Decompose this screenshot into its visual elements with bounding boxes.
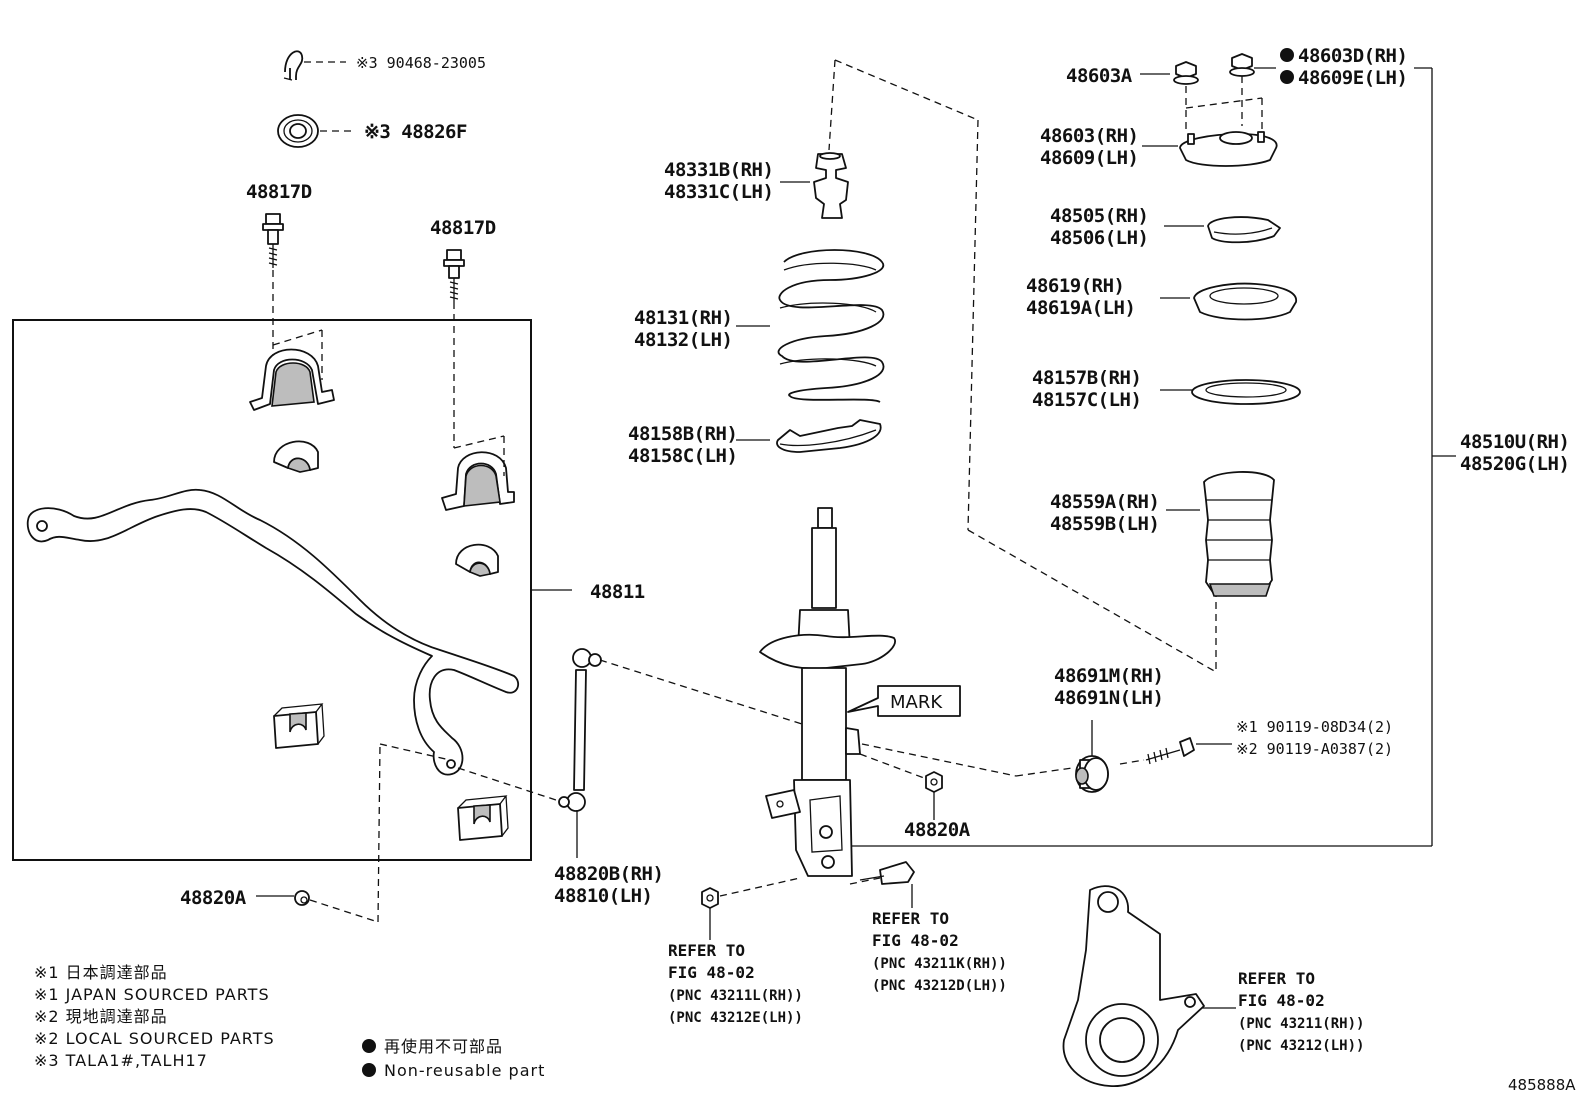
note-1-en: ※1 JAPAN SOURCED PARTS: [34, 985, 270, 1004]
label-damper-lh: 48691N(LH): [1054, 687, 1163, 709]
note-2-jp: ※2 現地調達部品: [34, 1007, 168, 1026]
label-bumper-rh: 48331B(RH): [664, 159, 773, 181]
ref2-line-3: (PNC 43211K(RH)): [872, 956, 1007, 972]
label-bumper-lh: 48331C(LH): [664, 181, 773, 203]
label-support-rh: 48603(RH): [1040, 125, 1138, 147]
label-lower-insulator-lh: 48158C(LH): [628, 445, 737, 467]
dust-boot-icon[interactable]: [1203, 471, 1275, 597]
damper-bolt-icon[interactable]: [1145, 737, 1195, 765]
label-cover-lh: 48506(LH): [1050, 227, 1148, 249]
cushion-icon[interactable]: [277, 114, 319, 148]
label-bolt-note-1: ※1 90119-08D34(2): [1236, 718, 1393, 736]
legend-jp: 再使用不可部品: [384, 1037, 503, 1056]
lower-insulator-icon[interactable]: [776, 419, 882, 453]
ref1-line-3: (PNC 43211L(RH)): [668, 988, 803, 1004]
label-spring-lh: 48132(LH): [634, 329, 732, 351]
steering-knuckle-icon[interactable]: [1062, 885, 1205, 1087]
stabilizer-bar-icon[interactable]: [26, 488, 520, 776]
stabilizer-clamp-right-icon[interactable]: [457, 795, 509, 841]
stabilizer-clamp-left-icon[interactable]: [273, 703, 325, 749]
bump-stopper-icon[interactable]: [813, 152, 849, 219]
label-lower-insulator-rh: 48158B(RH): [628, 423, 737, 445]
non-reusable-dot-1: [1280, 48, 1294, 62]
label-bearing-lh: 48619A(LH): [1026, 297, 1135, 319]
note-2-en: ※2 LOCAL SOURCED PARTS: [34, 1029, 275, 1048]
label-spring-rh: 48131(RH): [634, 307, 732, 329]
label-nut-48603a: 48603A: [1066, 65, 1133, 87]
stabilizer-link-icon[interactable]: [558, 648, 602, 812]
mark-callout: MARK: [847, 685, 961, 717]
label-nut-48603d: 48603D(RH): [1298, 45, 1407, 67]
label-nut-48609e: 48609E(LH): [1298, 67, 1407, 89]
label-cushion: ※3 48826F: [364, 121, 467, 143]
label-cover-rh: 48505(RH): [1050, 205, 1148, 227]
ref1-line-1: REFER TO: [668, 941, 745, 960]
note-3: ※3 TALA1#,TALH17: [34, 1051, 208, 1070]
strut-bolt-icon[interactable]: [859, 861, 915, 885]
non-reusable-dot-2: [1280, 70, 1294, 84]
support-lock-nut-icon[interactable]: [1229, 53, 1255, 77]
note-1-jp: ※1 日本調達部品: [34, 963, 168, 982]
ref1-line-2: FIG 48-02: [668, 963, 755, 982]
legend-dot-en: [362, 1063, 376, 1077]
label-upper-insulator-lh: 48157C(LH): [1032, 389, 1141, 411]
legend-en: Non-reusable part: [384, 1061, 545, 1080]
figure-code: 485888A: [1508, 1076, 1576, 1094]
nut-left-icon[interactable]: [294, 890, 310, 906]
legend-dot-jp: [362, 1039, 376, 1053]
label-stabilizer: 48811: [590, 581, 645, 603]
bearing-icon[interactable]: [1193, 282, 1297, 321]
label-bolt-right: 48817D: [430, 217, 496, 239]
label-support-lh: 48609(LH): [1040, 147, 1138, 169]
label-boot-rh: 48559A(RH): [1050, 491, 1159, 513]
label-strut-lh: 48520G(LH): [1460, 453, 1569, 475]
stabilizer-bracket-right-icon[interactable]: [441, 435, 515, 511]
ref3-line-1: REFER TO: [1238, 969, 1315, 988]
mark-label: MARK: [890, 692, 943, 713]
label-strut-rh: 48510U(RH): [1460, 431, 1569, 453]
dynamic-damper-icon[interactable]: [1075, 755, 1109, 793]
ref3-line-3: (PNC 43211(RH)): [1238, 1016, 1364, 1032]
label-bolt-note-2: ※2 90119-A0387(2): [1236, 740, 1393, 758]
label-bolt-left: 48817D: [246, 181, 312, 203]
support-cover-icon[interactable]: [1207, 216, 1281, 244]
ref2-line-2: FIG 48-02: [872, 931, 959, 950]
ref2-line-4: (PNC 43212D(LH)): [872, 978, 1007, 994]
ref1-line-4: (PNC 43212E(LH)): [668, 1010, 803, 1026]
strut-icon[interactable]: [759, 507, 896, 877]
label-link-lh: 48810(LH): [554, 885, 652, 907]
label-clip: ※3 90468-23005: [356, 54, 486, 72]
clip-icon[interactable]: [283, 50, 304, 81]
stabilizer-bushing-right-icon[interactable]: [455, 543, 499, 577]
stabilizer-bushing-left-icon[interactable]: [273, 440, 319, 473]
upper-insulator-icon[interactable]: [1191, 379, 1301, 405]
ref3-line-2: FIG 48-02: [1238, 991, 1325, 1010]
stabilizer-bolt-right-icon[interactable]: [443, 249, 465, 302]
label-boot-lh: 48559B(LH): [1050, 513, 1159, 535]
label-upper-insulator-rh: 48157B(RH): [1032, 367, 1141, 389]
coil-spring-icon[interactable]: [777, 249, 885, 403]
label-nut-left: 48820A: [180, 887, 247, 909]
stabilizer-bolt-left-icon[interactable]: [262, 213, 284, 268]
strut-nut-icon[interactable]: [701, 887, 719, 909]
nut-right-icon[interactable]: [925, 771, 943, 793]
ref3-line-4: (PNC 43212(LH)): [1238, 1038, 1364, 1054]
label-link-rh: 48820B(RH): [554, 863, 663, 885]
label-bearing-rh: 48619(RH): [1026, 275, 1124, 297]
label-damper-rh: 48691M(RH): [1054, 665, 1163, 687]
label-nut-right: 48820A: [904, 819, 971, 841]
support-nut-icon[interactable]: [1173, 61, 1199, 85]
stabilizer-bracket-left-icon[interactable]: [249, 329, 335, 411]
upper-support-icon[interactable]: [1179, 131, 1278, 167]
ref2-line-1: REFER TO: [872, 909, 949, 928]
